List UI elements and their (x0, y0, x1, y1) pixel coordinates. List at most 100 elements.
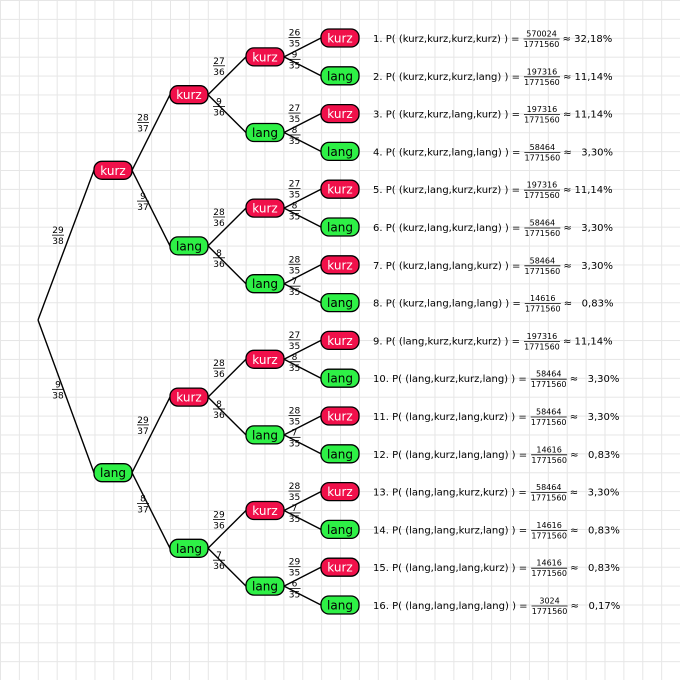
node-lang: lang (169, 236, 209, 256)
edge-probability-labels: 2938938283793729378372736936283683628368… (52, 28, 301, 601)
edge-prob-numerator: 27 (289, 104, 300, 114)
node-label: lang (327, 221, 353, 235)
edge-prob-denominator: 35 (289, 137, 300, 147)
edge-prob-numerator: 27 (289, 331, 300, 341)
outcome-numerator: 58464 (536, 370, 561, 379)
outcome-denominator: 1771560 (524, 191, 560, 200)
outcome-denominator: 1771560 (531, 569, 567, 578)
edge-probability: 836 (213, 249, 225, 270)
edge-prob-denominator: 35 (289, 39, 300, 49)
node-label: lang (252, 126, 278, 140)
node-kurz: kurz (320, 330, 360, 351)
branch-L4-15 (283, 585, 322, 606)
node-box (245, 47, 285, 67)
outcome-denominator: 1771560 (524, 40, 560, 49)
outcome-row: 8. P( (kurz,lang,lang,lang) ) =146161771… (373, 294, 613, 314)
node-box (169, 85, 209, 105)
outcome-probabilities: 1. P( (kurz,kurz,kurz,kurz) ) =570024177… (373, 30, 620, 617)
edge-prob-denominator: 38 (52, 237, 64, 247)
edge-prob-numerator: 29 (52, 226, 64, 236)
outcome-approx: ≈ 0,83% (570, 563, 620, 574)
outcome-row: 3. P( (kurz,kurz,lang,kurz) ) =197316177… (373, 105, 613, 125)
outcome-denominator: 1771560 (525, 153, 561, 162)
outcome-denominator: 1771560 (531, 494, 567, 503)
edge-prob-denominator: 36 (213, 260, 225, 270)
outcome-prefix: 12. P( (lang,kurz,lang,lang) ) = (373, 450, 527, 461)
node-box (245, 576, 285, 596)
node-label: kurz (327, 410, 352, 424)
outcome-numerator: 58464 (536, 483, 561, 492)
node-lang: lang (320, 519, 360, 540)
node-box (169, 387, 209, 407)
outcome-numerator: 58464 (530, 219, 555, 228)
edge-prob-denominator: 35 (289, 115, 300, 125)
node-label: kurz (252, 504, 277, 518)
node-label: kurz (327, 258, 352, 272)
node-kurz: kurz (245, 47, 285, 67)
branch-L3-5 (207, 396, 247, 436)
edge-prob-numerator: 8 (292, 353, 298, 363)
edge-prob-numerator: 8 (292, 202, 298, 212)
branch-L2-0 (131, 94, 171, 171)
branch-L3-4 (207, 358, 247, 398)
node-lang: lang (320, 292, 360, 313)
tree-nodes: kurz lang kurz lang kurz lang kurz lang kurz lang… (93, 28, 360, 615)
edge-prob-denominator: 36 (213, 411, 225, 421)
edge-probability: 635 (288, 580, 301, 601)
outcome-denominator: 1771560 (525, 267, 561, 276)
edge-prob-numerator: 28 (213, 359, 225, 369)
node-label: lang (252, 277, 278, 291)
branch-L4-4 (283, 188, 322, 209)
node-box (245, 349, 285, 369)
outcome-numerator: 3024 (539, 597, 559, 606)
outcome-prefix: 14. P( (lang,lang,kurz,lang) ) = (373, 525, 527, 536)
edge-probability: 736 (213, 551, 225, 572)
outcome-denominator: 1771560 (525, 229, 561, 238)
node-box (320, 330, 360, 351)
node-box (320, 292, 360, 313)
branch-L4-5 (283, 207, 322, 228)
node-label: kurz (252, 50, 277, 64)
branch-L4-9 (283, 358, 322, 379)
edge-prob-numerator: 28 (289, 482, 301, 492)
outcome-denominator: 1771560 (531, 531, 567, 540)
node-label: kurz (100, 164, 125, 178)
node-kurz: kurz (320, 103, 360, 124)
edge-prob-denominator: 37 (137, 506, 148, 516)
node-kurz: kurz (320, 406, 360, 426)
node-label: lang (252, 580, 278, 594)
edge-prob-denominator: 36 (213, 562, 225, 572)
outcome-prefix: 1. P( (kurz,kurz,kurz,kurz) ) = (373, 34, 520, 45)
node-box (245, 198, 285, 218)
outcome-prefix: 13. P( (lang,lang,kurz,kurz) ) = (373, 488, 527, 499)
outcome-row: 14. P( (lang,lang,kurz,lang) ) =14616177… (373, 521, 620, 541)
edge-prob-denominator: 36 (213, 219, 225, 229)
branch-L4-3 (283, 131, 322, 153)
outcome-numerator: 570024 (526, 30, 557, 39)
outcome-approx: ≈ 11,14% (563, 185, 613, 196)
edge-prob-numerator: 27 (213, 57, 224, 67)
edge-prob-denominator: 35 (289, 61, 300, 71)
edge-prob-denominator: 35 (289, 493, 300, 503)
node-label: lang (327, 296, 353, 310)
node-lang: lang (320, 595, 360, 615)
node-lang: lang (320, 66, 360, 86)
outcome-prefix: 2. P( (kurz,kurz,kurz,lang) ) = (373, 72, 520, 83)
branch-L4-6 (283, 264, 322, 285)
outcome-numerator: 14616 (536, 559, 561, 568)
outcome-approx: ≈ 3,30% (570, 488, 620, 499)
node-box (169, 236, 209, 256)
outcome-numerator: 197316 (527, 67, 558, 76)
outcome-approx: ≈ 3,30% (570, 412, 620, 423)
node-box (320, 595, 360, 615)
node-box (320, 406, 360, 426)
node-box (320, 66, 360, 86)
edge-probability: 836 (213, 400, 225, 421)
